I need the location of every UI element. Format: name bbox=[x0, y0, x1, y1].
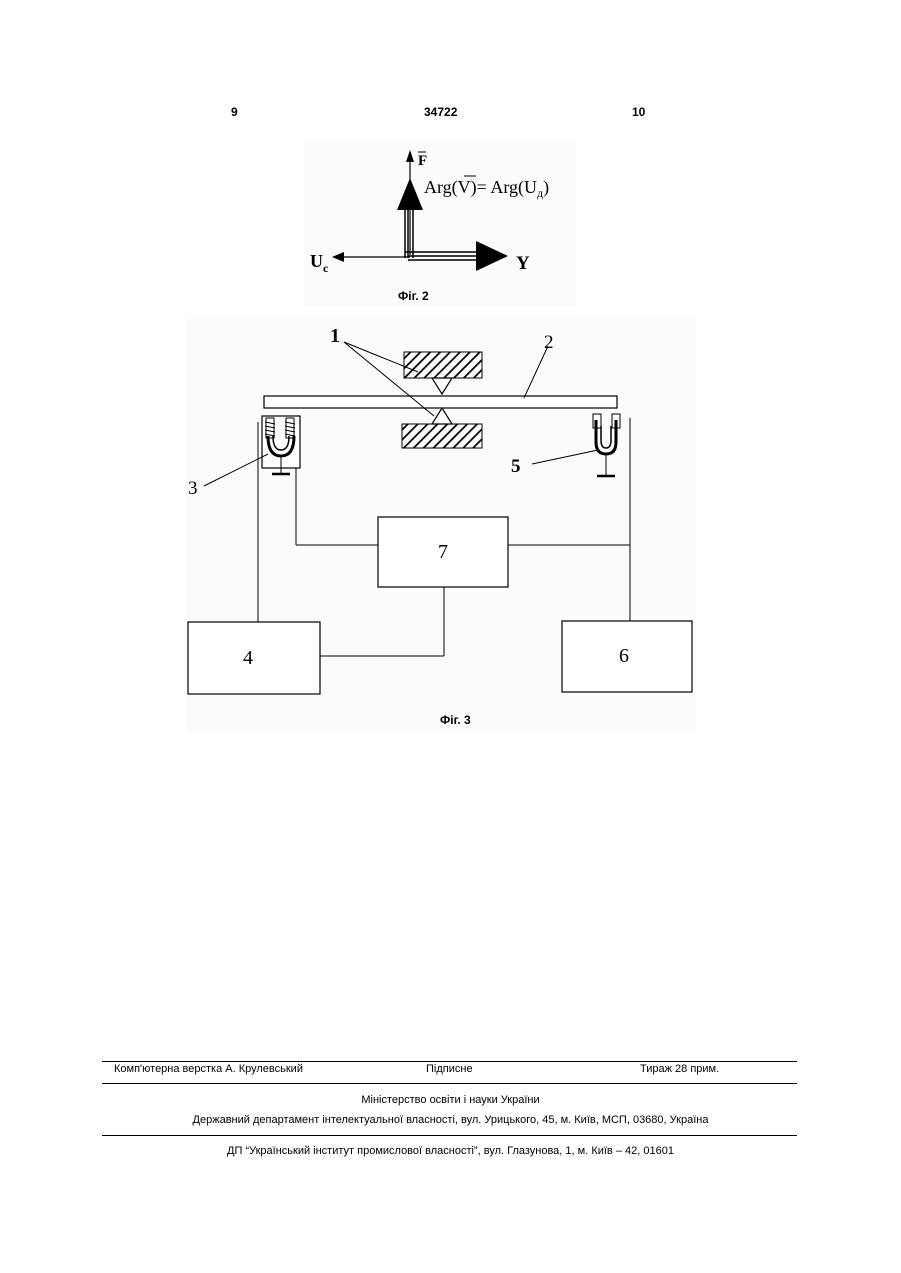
label-1: 1 bbox=[330, 325, 340, 347]
fig2-vector-diagram: F Arg(V)= Arg(Uд) Uc Y bbox=[304, 140, 576, 305]
upper-support bbox=[404, 352, 482, 378]
fig3-diagram: 1 2 3 5 7 4 6 bbox=[186, 318, 696, 732]
fig3-schematic: 1 2 3 5 7 4 6 bbox=[186, 318, 696, 732]
label-3: 3 bbox=[188, 478, 198, 499]
department-line: Державний департамент інтелектуальної вл… bbox=[0, 1114, 901, 1126]
fig2-diagram: F Arg(V)= Arg(Uд) Uc Y bbox=[304, 140, 576, 305]
lower-knife-edge bbox=[432, 408, 452, 424]
arg-arrowhead-icon bbox=[397, 178, 423, 210]
label-y: Y bbox=[516, 253, 530, 274]
page-number-left: 9 bbox=[231, 105, 238, 119]
fig2-caption: Фіг. 2 bbox=[398, 289, 429, 303]
upper-knife-edge bbox=[432, 378, 452, 394]
label-4: 4 bbox=[243, 647, 253, 669]
label-6: 6 bbox=[619, 645, 629, 667]
u-arrowhead-icon bbox=[332, 252, 344, 262]
label-2: 2 bbox=[544, 332, 554, 353]
fig3-caption: Фіг. 3 bbox=[440, 713, 471, 727]
signed-label: Підписне bbox=[426, 1063, 473, 1075]
institute-line: ДП “Український інститут промислової вла… bbox=[0, 1145, 901, 1157]
block-4 bbox=[188, 622, 320, 694]
label-u: Uc bbox=[310, 251, 329, 275]
ministry-line: Міністерство освіти і науки України bbox=[0, 1094, 901, 1106]
y-arrowhead-icon bbox=[476, 241, 508, 271]
f-arrowhead-icon bbox=[406, 150, 414, 162]
layout-credit: Комп'ютерна верстка А. Крулевський bbox=[114, 1063, 303, 1075]
label-f: F bbox=[418, 153, 427, 169]
label-arg: Arg(V)= Arg(Uд) bbox=[424, 177, 549, 200]
footer-rule-top bbox=[102, 1061, 797, 1062]
label-7: 7 bbox=[438, 541, 448, 563]
footer-rule-middle bbox=[102, 1083, 797, 1084]
patent-number: 34722 bbox=[424, 105, 457, 119]
footer-rule-bottom bbox=[102, 1135, 797, 1136]
lower-support bbox=[402, 424, 482, 448]
label-5: 5 bbox=[511, 456, 521, 477]
page-number-right: 10 bbox=[632, 105, 645, 119]
circulation-label: Тираж 28 прим. bbox=[640, 1063, 719, 1075]
beam bbox=[264, 396, 617, 408]
